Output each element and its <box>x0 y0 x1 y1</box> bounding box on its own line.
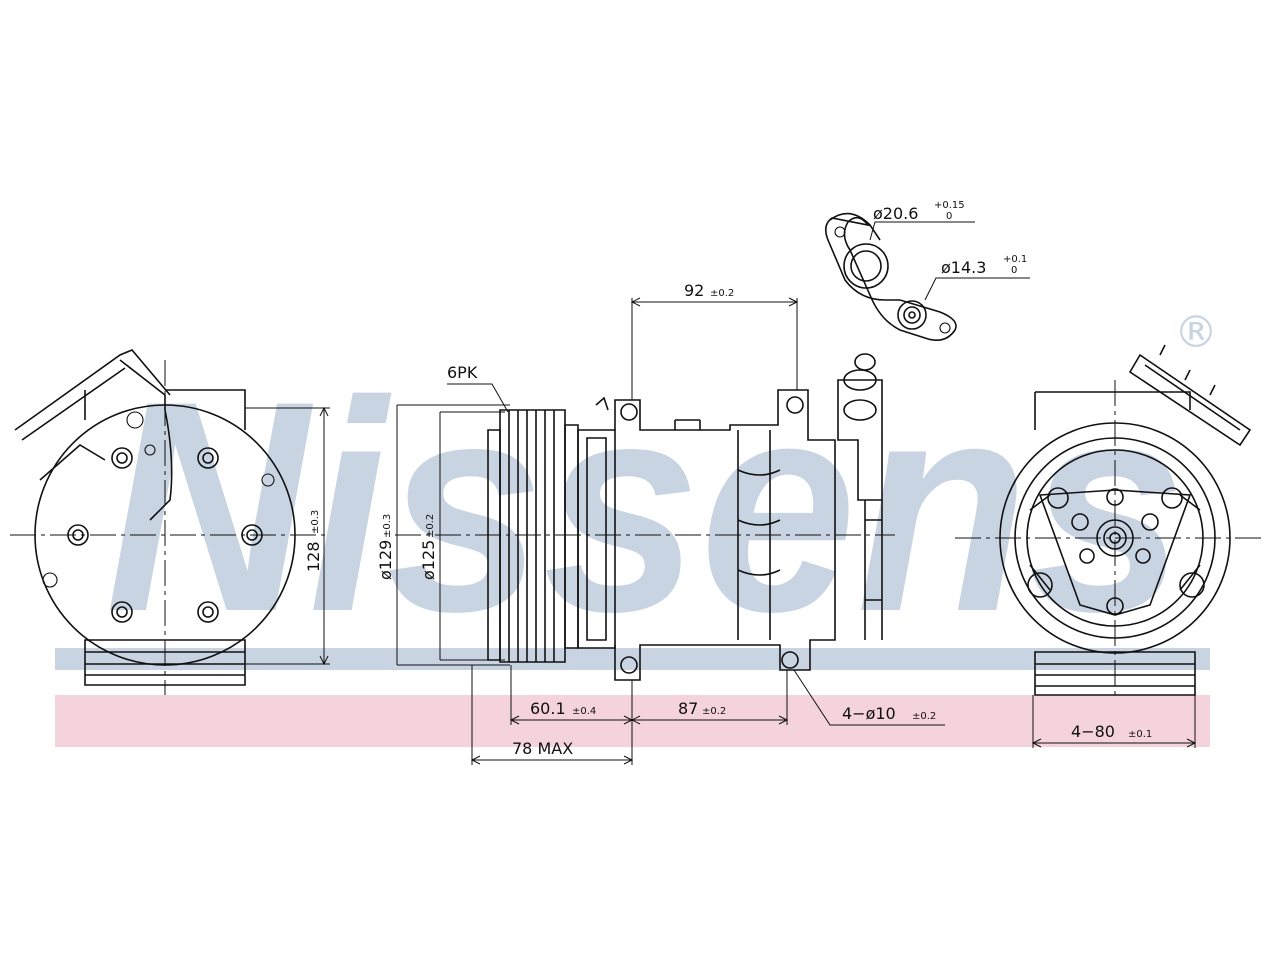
port-large-label: ø20.6 <box>873 204 918 223</box>
belt-label: 6PK <box>447 363 478 382</box>
rear-span-tol: ±0.1 <box>1128 729 1152 740</box>
rear-view: 4−80 ±0.1 <box>955 344 1265 748</box>
dia-outer-tol: ±0.3 <box>382 514 393 538</box>
rear-span-label: 4−80 <box>1071 722 1115 741</box>
mount-bottom-tol: ±0.2 <box>702 706 726 717</box>
mount-bottom-label: 87 <box>678 699 698 718</box>
clutch-dist-label: 60.1 <box>530 699 566 718</box>
port-large-tol-lower: 0 <box>946 211 952 222</box>
side-view: 6PK ø129 ±0.3 ø125 ±0.2 92 ±0.2 60.1 ±0.… <box>376 281 945 765</box>
clutch-dist-tol: ±0.4 <box>572 706 596 717</box>
dia-inner-label: ø125 <box>419 540 438 580</box>
port-small-label: ø14.3 <box>941 258 986 277</box>
port-small-tol-lower: 0 <box>1011 265 1017 276</box>
height-dim-label: 128 <box>304 541 323 572</box>
mount-top-tol: ±0.2 <box>710 288 734 299</box>
holes-tol: ±0.2 <box>912 711 936 722</box>
dia-inner-tol: ±0.2 <box>425 514 436 538</box>
port-large-tol-upper: +0.15 <box>934 200 965 211</box>
registered-mark: ® <box>1174 307 1218 358</box>
mount-top-label: 92 <box>684 281 704 300</box>
front-view: 128 ±0.3 <box>10 349 330 695</box>
dia-outer-label: ø129 <box>376 540 395 580</box>
watermark-logo-text: Nissens <box>105 338 1185 674</box>
height-dim-tol: ±0.3 <box>310 510 321 534</box>
watermark: Nissens ® <box>55 307 1218 747</box>
port-small-tol-upper: +0.1 <box>1003 254 1027 265</box>
port-flange-detail: ø20.6 +0.15 0 ø14.3 +0.1 0 <box>824 200 1030 341</box>
holes-label: 4−ø10 <box>842 704 896 723</box>
max-length-label: 78 MAX <box>512 739 573 758</box>
watermark-band-blue <box>55 648 1210 670</box>
